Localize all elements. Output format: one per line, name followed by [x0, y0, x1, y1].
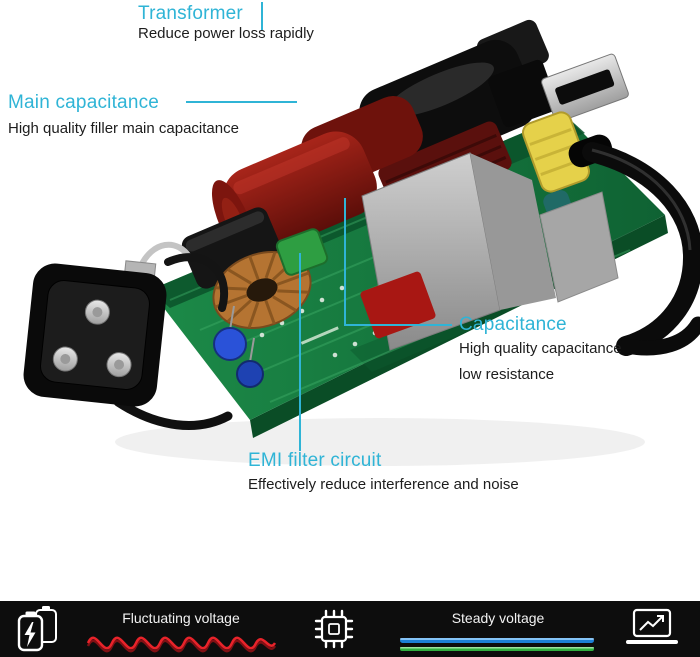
- fluctuating-voltage-label: Fluctuating voltage: [122, 610, 240, 626]
- main-capacitance-title: Main capacitance: [8, 92, 160, 113]
- transformer-pointer-line: [261, 2, 263, 30]
- main-capacitance-pointer-line: [186, 101, 297, 103]
- film-capacitor: [181, 207, 283, 289]
- fluctuating-wave-graphic: [86, 636, 276, 653]
- inlet-pins: [52, 299, 132, 378]
- emi-filter-pointer-line: [299, 253, 301, 451]
- green-choke: [275, 228, 329, 276]
- capacitance-pointer-hline: [344, 324, 452, 326]
- output-port: [488, 53, 629, 128]
- capacitance-subtitle-line2: low resistance: [459, 366, 555, 383]
- emi-filter-title: EMI filter circuit: [248, 450, 382, 471]
- steady-voltage-label: Steady voltage: [451, 610, 545, 626]
- capacitance-pointer-vline: [344, 198, 346, 326]
- main-capacitance-subtitle: High quality filler main capacitance: [8, 120, 239, 137]
- ac-inlet-connector: [23, 260, 167, 407]
- red-component: [360, 271, 436, 339]
- capacitance-title: Capacitance: [459, 314, 567, 335]
- cpu-chip-icon: [314, 609, 354, 649]
- capacitance-subtitle-line1: High quality capacitance: [459, 340, 622, 357]
- transformer-title: Transformer: [138, 3, 243, 24]
- transformer-subtitle: Reduce power loss rapidly: [138, 25, 314, 42]
- emi-filter-subtitle: Effectively reduce interference and nois…: [248, 476, 519, 493]
- power-cable: [568, 134, 700, 356]
- device-shadow: [115, 418, 645, 466]
- blue-disc-capacitors: [213, 305, 264, 388]
- steady-lines-graphic: [400, 638, 594, 651]
- laptop-chart-icon: [626, 608, 678, 644]
- inlet-wires: [113, 241, 233, 430]
- footer-bar: Fluctuating voltage Steady voltage: [0, 601, 700, 657]
- battery-charging-icon: [17, 606, 57, 652]
